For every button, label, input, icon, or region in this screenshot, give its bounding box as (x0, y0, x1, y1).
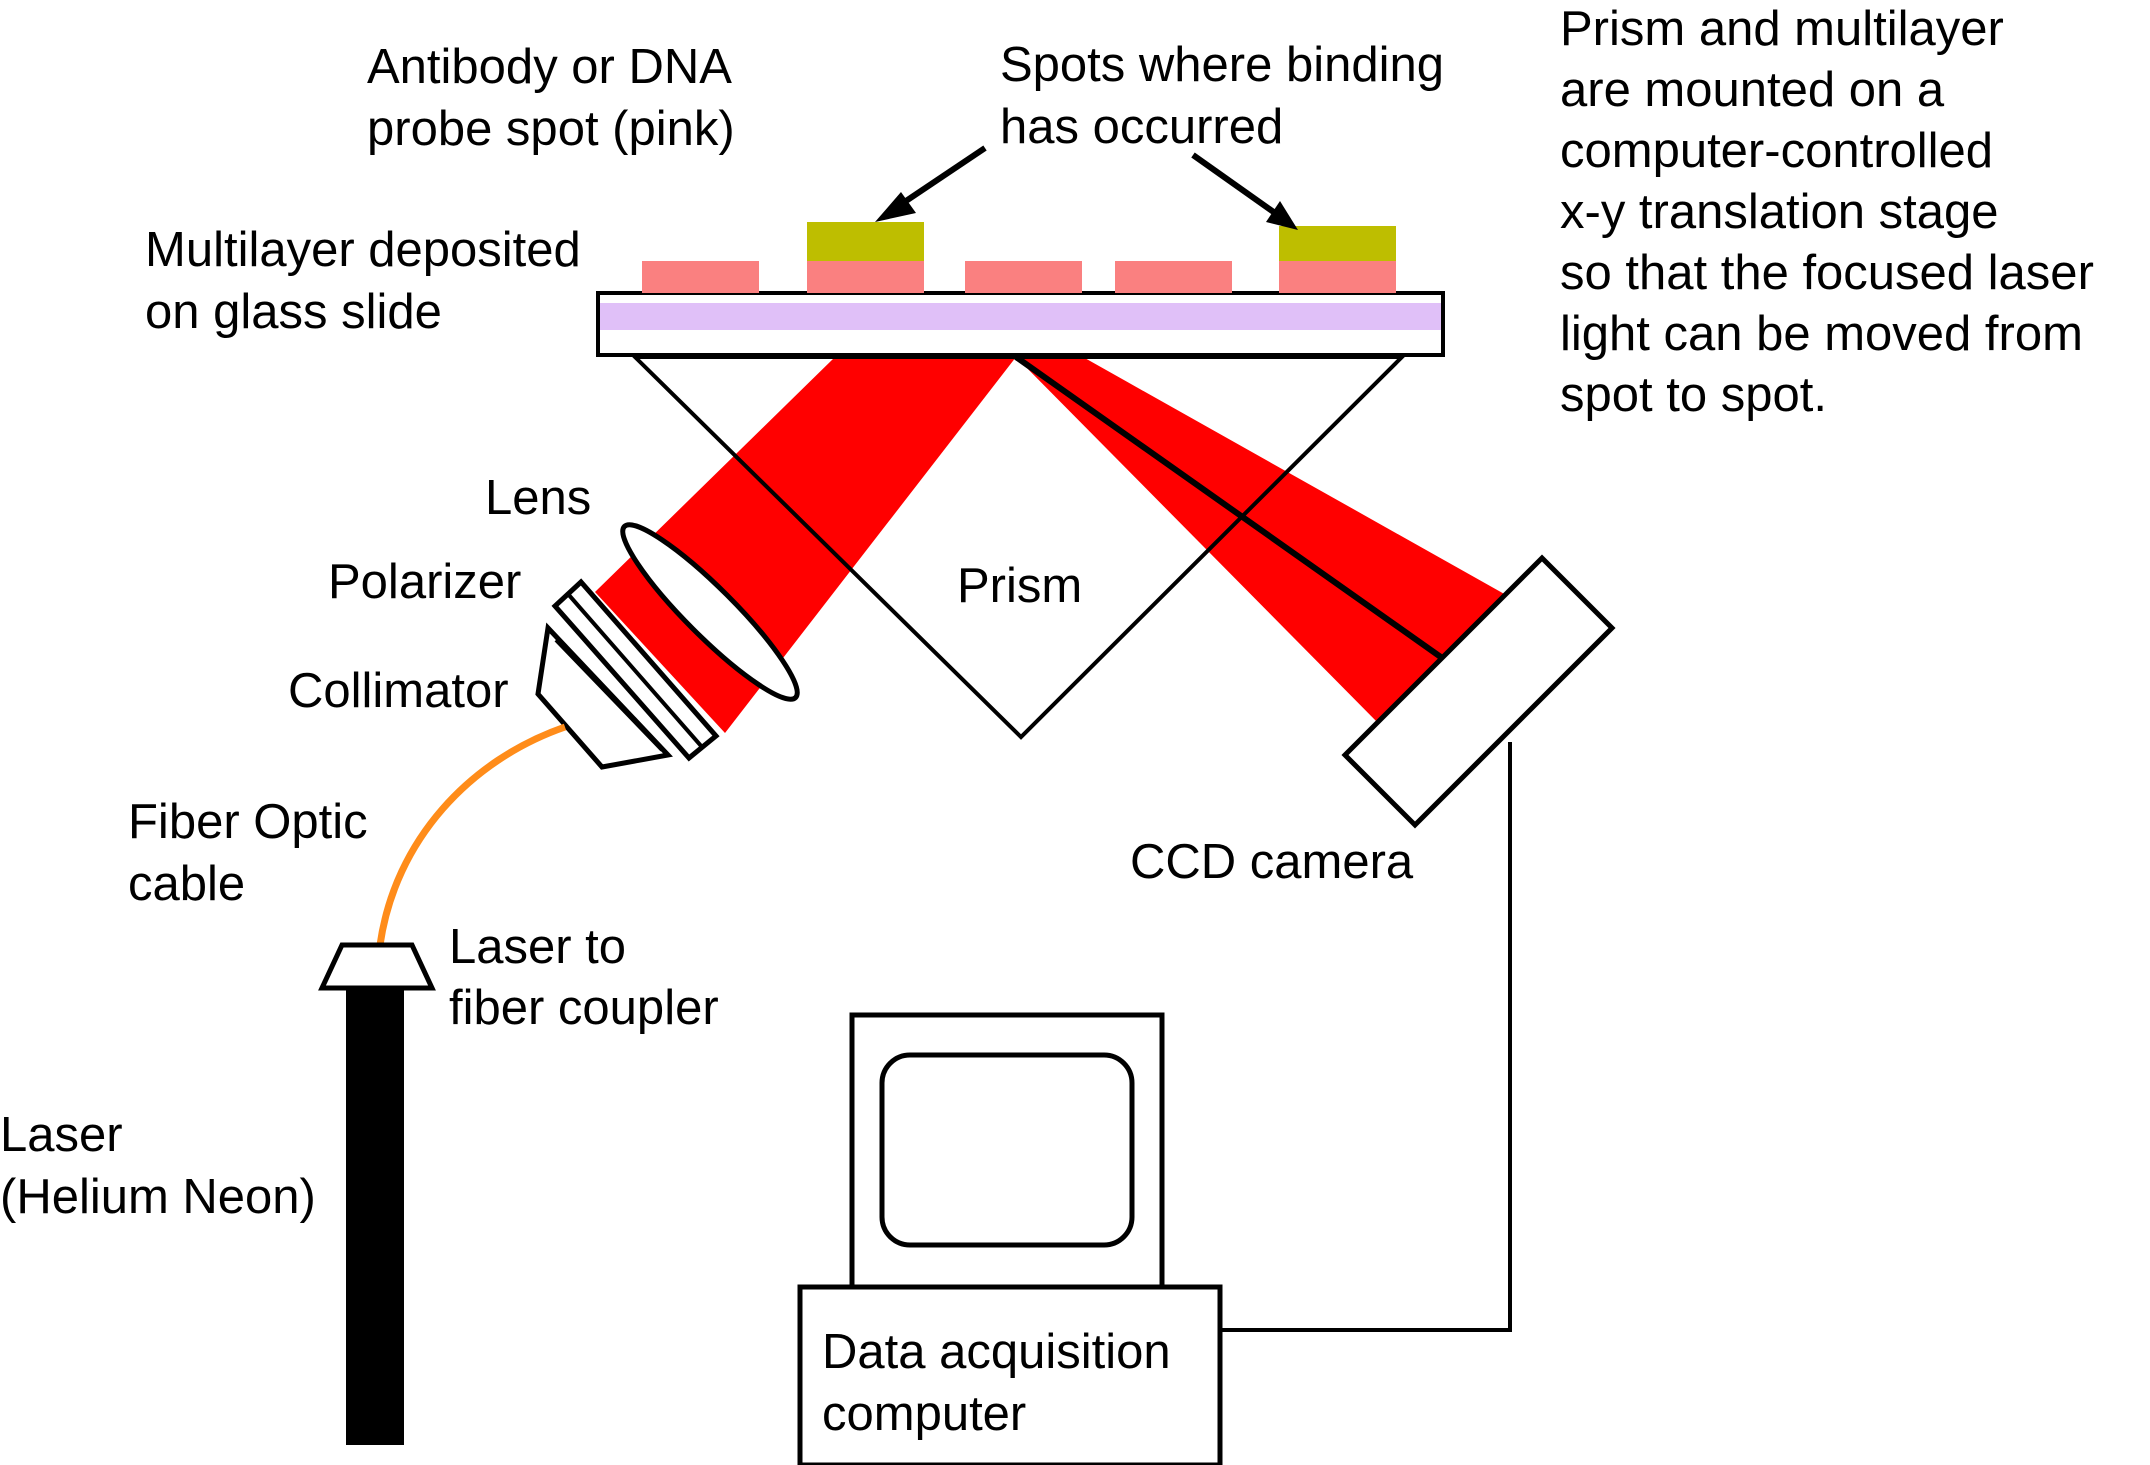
probe-spot (1115, 261, 1232, 293)
laser-label: Laser (Helium Neon) (0, 1108, 316, 1224)
binding-spots-label-line: Spots where binding (1000, 38, 1444, 92)
computer-label-line: computer (822, 1387, 1026, 1441)
bound-layer (1279, 226, 1396, 261)
laser-label-line: (Helium Neon) (0, 1170, 316, 1224)
binding-spots-label-line: has occurred (1000, 100, 1283, 154)
binding-arrowhead-right (1266, 201, 1298, 230)
fiber-coupler (318, 942, 436, 991)
binding-spots-label: Spots where binding has occurred (1000, 38, 1458, 154)
polarizer-inner-line (566, 592, 704, 749)
collimator-label: Collimator (288, 664, 509, 718)
stage-note: Prism and multilayer are mounted on a co… (1560, 2, 2108, 422)
ccd-camera (1341, 554, 1616, 829)
computer-label: Data acquisition computer (822, 1325, 1184, 1441)
polarizer-label: Polarizer (328, 555, 521, 609)
coupler-label-line: Laser to (449, 920, 626, 974)
probe-spot-bound (807, 261, 924, 293)
probe-spot (642, 261, 759, 293)
fiber-optic-label-line: cable (128, 857, 245, 911)
probe-spot-label-line: probe spot (pink) (367, 102, 735, 156)
stage-note-line: spot to spot. (1560, 368, 1827, 422)
multilayer-label-line: Multilayer deposited (145, 223, 581, 277)
coupler-label: Laser to fiber coupler (449, 920, 719, 1035)
probe-spot-label: Antibody or DNA probe spot (pink) (367, 40, 743, 156)
multilayer-label-line: on glass slide (145, 285, 442, 339)
lens-label: Lens (485, 471, 591, 525)
computer-base (797, 1284, 1223, 1465)
stage-note-line: light can be moved from (1560, 307, 2083, 361)
probe-spot-bound (1279, 261, 1396, 293)
prism-label: Prism (957, 559, 1082, 613)
laser-label-line: Laser (0, 1108, 123, 1162)
lens (620, 522, 800, 702)
computer-label-line: Data acquisition (822, 1325, 1171, 1379)
fiber-optic-cable (376, 723, 567, 946)
stage-note-line: Prism and multilayer (1560, 2, 2004, 56)
stage-note-line: x-y translation stage (1560, 185, 1999, 239)
bound-layer (807, 222, 924, 261)
stage-note-line: so that the focused laser (1560, 246, 2094, 300)
computer-screen (879, 1052, 1135, 1248)
reflected-beam-center-line (1014, 354, 1447, 663)
stage-note-line: computer-controlled (1560, 124, 1993, 178)
binding-arrow-left (898, 145, 987, 208)
reflected-laser-beam (1016, 357, 1515, 725)
camera-data-cable (1221, 742, 1512, 1332)
collimator-inner-line (554, 638, 664, 752)
fiber-optic-label-line: Fiber Optic (128, 795, 368, 849)
helium-neon-laser (346, 988, 404, 1445)
multilayer-label: Multilayer deposited on glass slide (145, 223, 594, 339)
coupler-label-line: fiber coupler (449, 981, 719, 1035)
binding-arrow-right (1191, 152, 1277, 216)
probe-spot-label-line: Antibody or DNA (367, 40, 732, 94)
probe-spot (965, 261, 1082, 293)
binding-arrowhead-left (875, 192, 916, 222)
multilayer-band (600, 303, 1441, 330)
stage-note-line: are mounted on a (1560, 63, 1945, 117)
ccd-camera-label: CCD camera (1130, 835, 1414, 889)
fiber-optic-label: Fiber Optic cable (128, 795, 381, 911)
